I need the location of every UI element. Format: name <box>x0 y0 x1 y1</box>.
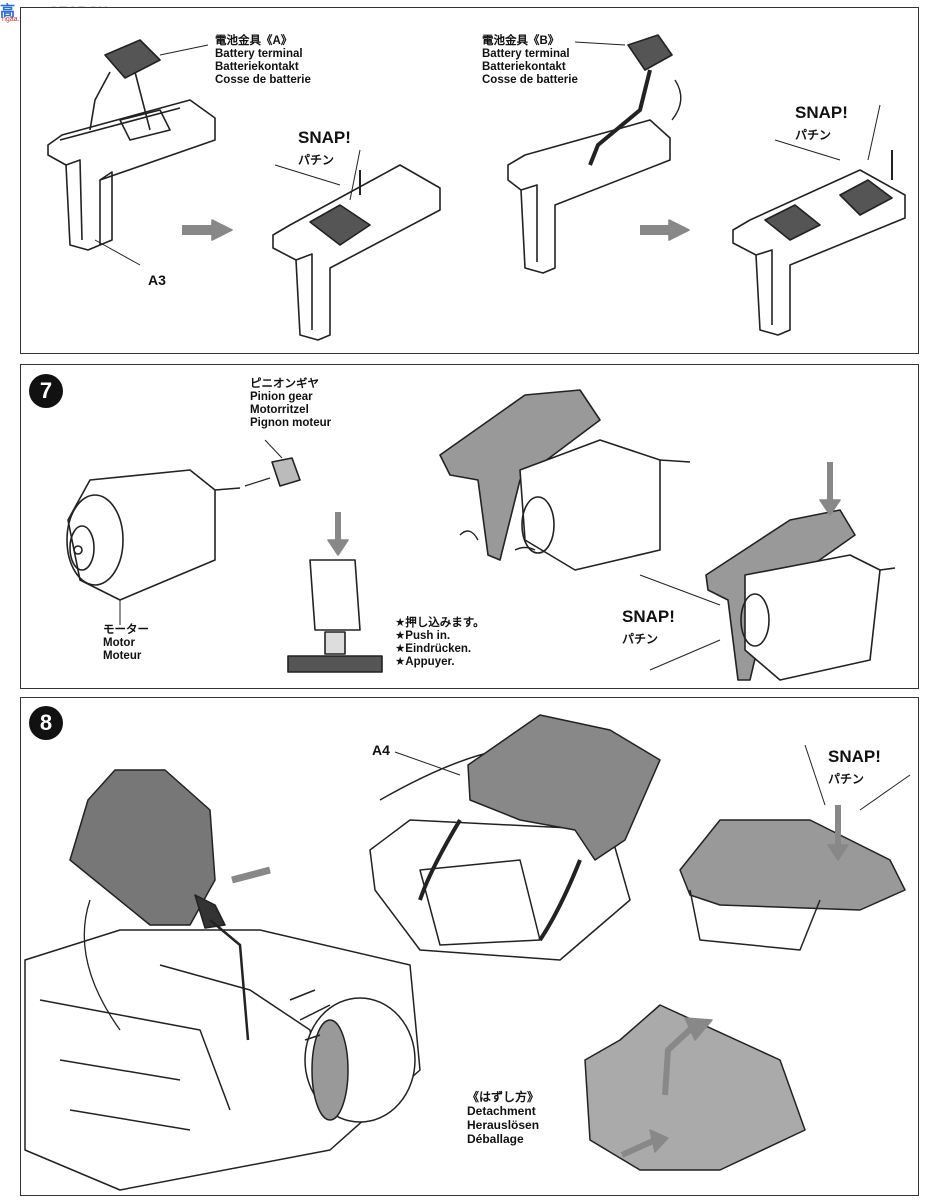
step6-illustration <box>47 34 906 341</box>
part-a3-label: A3 <box>148 272 166 288</box>
step6-panel <box>20 7 919 354</box>
step7-snap-jp: パチン <box>622 632 659 646</box>
motor-en: Motor <box>103 637 135 649</box>
part-a4-label: A4 <box>372 742 390 758</box>
step8-number: 8 <box>29 706 63 740</box>
push-de: ★Eindrücken. <box>395 643 472 655</box>
motor-label: モーター Motor Moteur <box>103 624 149 663</box>
terminal-b-jp: 電池金具《B》 <box>482 35 560 47</box>
detach-fr: Déballage <box>467 1132 524 1146</box>
detach-jp: 《はずし方》 <box>467 1090 540 1104</box>
step8-snap-jp: パチン <box>828 772 865 786</box>
pinion-en: Pinion gear <box>250 391 313 403</box>
snap2-text: SNAP! <box>795 103 848 122</box>
motor-jp: モーター <box>103 624 149 636</box>
terminal-b-en: Battery terminal <box>482 48 570 60</box>
watermark-prefix: 高 <box>0 3 16 20</box>
step7-snap-text: SNAP! <box>622 607 675 626</box>
pinion-de: Motorritzel <box>250 404 309 416</box>
terminal-a-jp: 電池金具《A》 <box>215 35 293 47</box>
pinion-label: ピニオンギヤ Pinion gear Motorritzel Pignon mo… <box>250 378 331 430</box>
terminal-a-de: Batteriekontakt <box>215 61 299 73</box>
push-fr: ★Appuyer. <box>395 656 455 668</box>
terminal-a-en: Battery terminal <box>215 48 303 60</box>
detach-label: 《はずし方》 Detachment Herauslösen Déballage <box>467 1090 539 1146</box>
push-en: ★Push in. <box>395 630 451 642</box>
terminal-a-label: 電池金具《A》 Battery terminal Batteriekontakt… <box>215 35 311 87</box>
step7-panel <box>20 364 919 689</box>
motor-de: Moteur <box>103 650 142 662</box>
pinion-jp: ピニオンギヤ <box>250 378 319 390</box>
terminal-b-fr: Cosse de batterie <box>482 74 578 86</box>
snap1-text: SNAP! <box>298 128 351 147</box>
snap1-jp: パチン <box>298 153 335 167</box>
step8-snap-text: SNAP! <box>828 747 881 766</box>
detach-en: Detachment <box>467 1104 536 1118</box>
push-jp: ★押し込みます。 <box>395 617 485 629</box>
step7-number: 7 <box>29 374 63 408</box>
step7-illustration <box>66 389 896 681</box>
push-label: ★押し込みます。 ★Push in. ★Eindrücken. ★Appuyer… <box>395 617 485 669</box>
terminal-a-fr: Cosse de batterie <box>215 74 311 86</box>
terminal-b-label: 電池金具《B》 Battery terminal Batteriekontakt… <box>482 35 578 87</box>
detach-de: Herauslösen <box>467 1118 540 1132</box>
pinion-fr: Pignon moteur <box>250 417 332 429</box>
terminal-b-de: Batteriekontakt <box>482 61 566 73</box>
snap2-jp: パチン <box>795 128 832 142</box>
